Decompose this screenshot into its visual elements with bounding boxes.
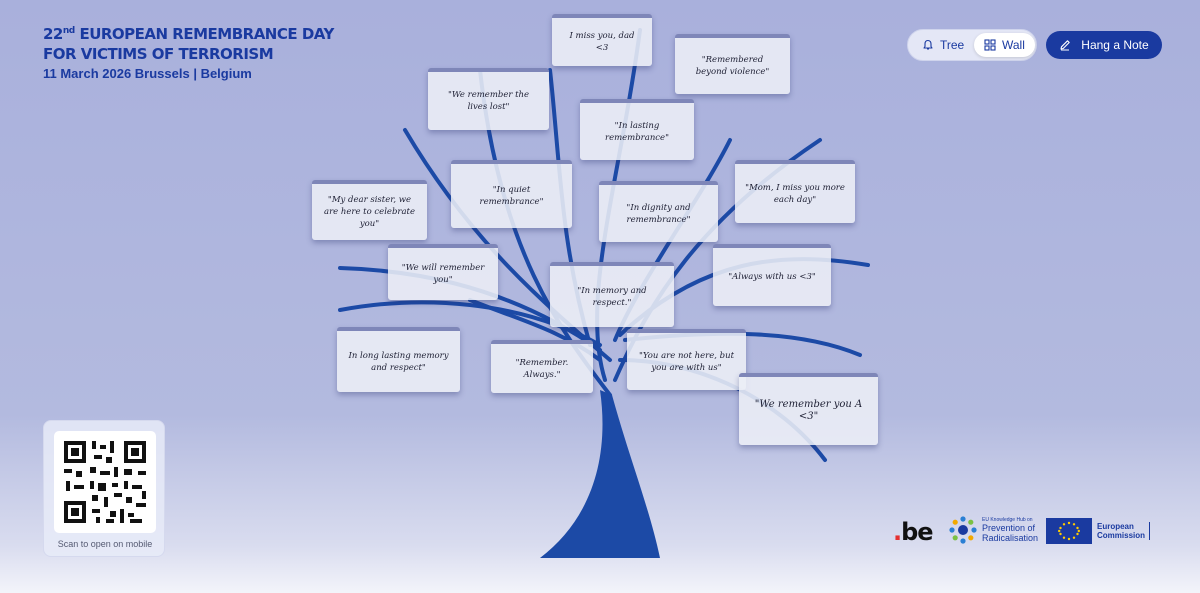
title-edition-suffix: nd [62,26,75,36]
event-header: 22nd EUROPEAN REMEMBRANCE DAY FOR VICTIM… [43,21,334,81]
wall-view-label: Wall [1002,38,1025,52]
event-title-line2: FOR VICTIMS OF TERRORISM [43,45,274,63]
note-card[interactable]: "We will remember you" [388,244,498,300]
title-text: EUROPEAN REMEMBRANCE DAY [74,25,334,43]
ran-logo-line1: Prevention of [982,523,1036,533]
grid-icon [984,39,996,51]
ran-logo-line2: Radicalisation [982,533,1039,543]
ran-emblem-icon [949,516,977,544]
hang-note-label: Hang a Note [1081,38,1149,52]
note-card[interactable]: "You are not here, but you are with us" [627,329,746,390]
wall-view-button[interactable]: Wall [974,33,1035,57]
view-toggle: Tree Wall [907,29,1037,61]
tree-view-button[interactable]: Tree [912,33,974,57]
tree-branch [338,300,602,347]
qr-caption: Scan to open on mobile [57,539,153,549]
ran-logo-small: EU Knowledge Hub on [982,517,1033,523]
title-edition: 22 [43,25,63,43]
note-card[interactable]: "Mom, I miss you more each day" [735,160,855,223]
bell-icon [923,39,933,50]
note-card[interactable]: "We remember the lives lost" [428,68,549,130]
be-logo-text: be [901,518,933,546]
note-card[interactable]: "In memory and respect." [550,262,674,327]
event-subtitle: 11 March 2026 Brussels | Belgium [43,66,252,81]
ran-logo: EU Knowledge Hub on Prevention of Radica… [948,515,1038,545]
event-title: 22nd EUROPEAN REMEMBRANCE DAY [43,21,334,44]
note-card[interactable]: "In quiet remembrance" [451,160,572,228]
tree-trunk [540,390,660,558]
note-card[interactable]: "Always with us <3" [713,244,831,306]
pencil-icon [1060,40,1071,51]
be-logo: .be [893,518,934,546]
european-commission-logo: European Commission [1046,518,1151,544]
note-card[interactable]: "In lasting remembrance" [580,99,694,160]
note-card[interactable]: I miss you, dad <3 [552,14,652,66]
note-card[interactable]: "My dear sister, we are here to celebrat… [312,180,427,240]
qr-code [54,431,156,533]
tree-view-label: Tree [940,38,965,52]
eu-flag-icon [1046,518,1092,544]
hang-note-button[interactable]: Hang a Note [1046,31,1162,59]
note-card[interactable]: "Remembered beyond violence" [675,34,790,94]
note-card[interactable]: In long lasting memory and respect" [337,327,460,392]
ec-logo-line2: Commission [1097,531,1146,540]
note-card[interactable]: "In dignity and remembrance" [599,181,718,242]
note-card[interactable]: "We remember you A <3" [739,373,878,445]
qr-card[interactable]: Scan to open on mobile [43,420,165,557]
ec-logo-line1: European [1097,522,1134,531]
qr-code-icon [64,441,146,523]
note-card[interactable]: "Remember. Always." [491,340,593,393]
